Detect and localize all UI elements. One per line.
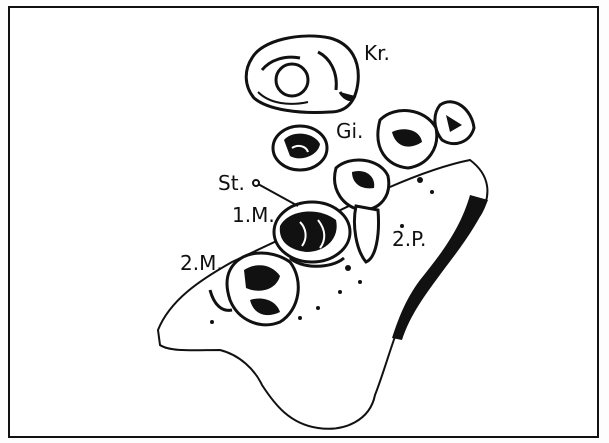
crown-tooth <box>246 36 358 112</box>
label-st: St. <box>218 171 245 195</box>
label-second-molar: 2.M. <box>180 251 223 275</box>
label-crown: Kr. <box>364 41 390 65</box>
jaw-bone-outline <box>158 160 487 429</box>
label-first-molar: 1.M. <box>232 203 275 227</box>
gi-tooth <box>273 126 327 170</box>
label-gi: Gi. <box>336 119 363 143</box>
label-second-premolar: 2.P. <box>392 227 426 251</box>
